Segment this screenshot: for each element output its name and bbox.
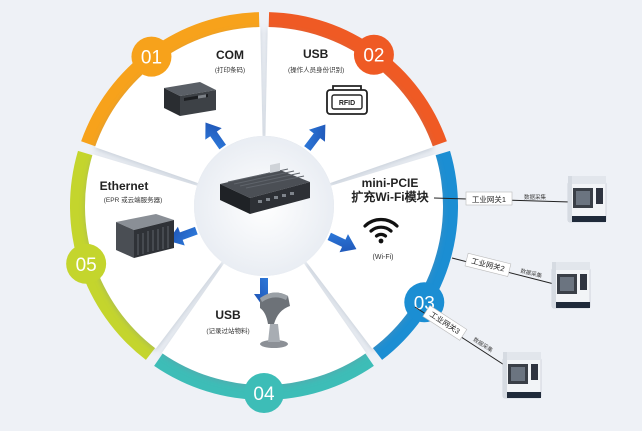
gateway-1-data-label: 数据采集 — [524, 193, 547, 201]
segment-4-arc — [154, 352, 374, 400]
segment-4-number: 04 — [253, 384, 275, 405]
cnc-machine-1 — [567, 176, 607, 223]
arrow-1 — [205, 122, 226, 150]
segment-2-badge — [353, 34, 394, 75]
segment-com: COM (打印条码) — [164, 48, 245, 116]
industrial-pc-icon — [220, 162, 310, 214]
segment-4-title: USB — [215, 308, 241, 322]
segment-2-subtitle: (操作人员身份识别) — [288, 65, 344, 74]
arrow-2 — [304, 124, 326, 151]
segment-5-number: 05 — [76, 255, 97, 276]
segment-4-panel — [161, 263, 367, 385]
segment-2-arc — [268, 12, 447, 147]
gateway-1-box — [465, 191, 513, 206]
segment-3-title-2: 扩充Wi-Fi模块 — [351, 189, 429, 204]
arrow-5 — [168, 226, 198, 246]
segment-2-title: USB — [303, 47, 329, 61]
segment-usb-scanner: USB (记录过站物料) — [206, 292, 290, 348]
segment-5-title: Ethernet — [100, 179, 149, 193]
cnc-machine-3 — [502, 352, 542, 399]
segment-wifi: mini-PCIE 扩充Wi-Fi模块 (Wi-Fi) — [351, 176, 429, 261]
segment-3-subtitle: (Wi-Fi) — [373, 254, 394, 261]
segment-5-subtitle: (EPR 或云端服务器) — [104, 195, 163, 204]
arrow-3 — [327, 232, 357, 253]
segment-ethernet: Ethernet (EPR 或云端服务器) — [100, 179, 174, 258]
wifi-icon — [363, 218, 399, 244]
gateway-3-box — [422, 305, 468, 341]
barcode-scanner-icon — [260, 292, 290, 348]
segment-4-badge — [244, 373, 284, 413]
printer-icon — [164, 82, 216, 116]
rfid-label: RFID — [339, 100, 355, 107]
segment-1-badge — [131, 36, 172, 77]
segment-3-title: mini-PCIE — [362, 176, 419, 190]
gateway-section: 工业网关1 数据采集 工业网关2 数据采集 工业网关3 数据采集 — [414, 176, 607, 399]
rfid-reader-icon: RFID — [326, 85, 368, 115]
segment-1-arc — [81, 12, 260, 147]
cnc-machine-2 — [551, 262, 591, 309]
gateway-2-box — [464, 252, 512, 277]
server-rack-icon — [116, 214, 174, 258]
segment-1-number: 01 — [141, 48, 162, 69]
segment-2-number: 02 — [363, 46, 384, 67]
gateway-1-label: 工业网关1 — [472, 194, 506, 204]
segment-5-badge — [66, 243, 107, 284]
segment-usb-rfid: USB (操作人员身份识别) RFID — [288, 47, 368, 115]
segment-1-title: COM — [216, 48, 244, 62]
segment-4-subtitle: (记录过站物料) — [206, 326, 249, 335]
segment-1-subtitle: (打印条码) — [215, 65, 245, 74]
